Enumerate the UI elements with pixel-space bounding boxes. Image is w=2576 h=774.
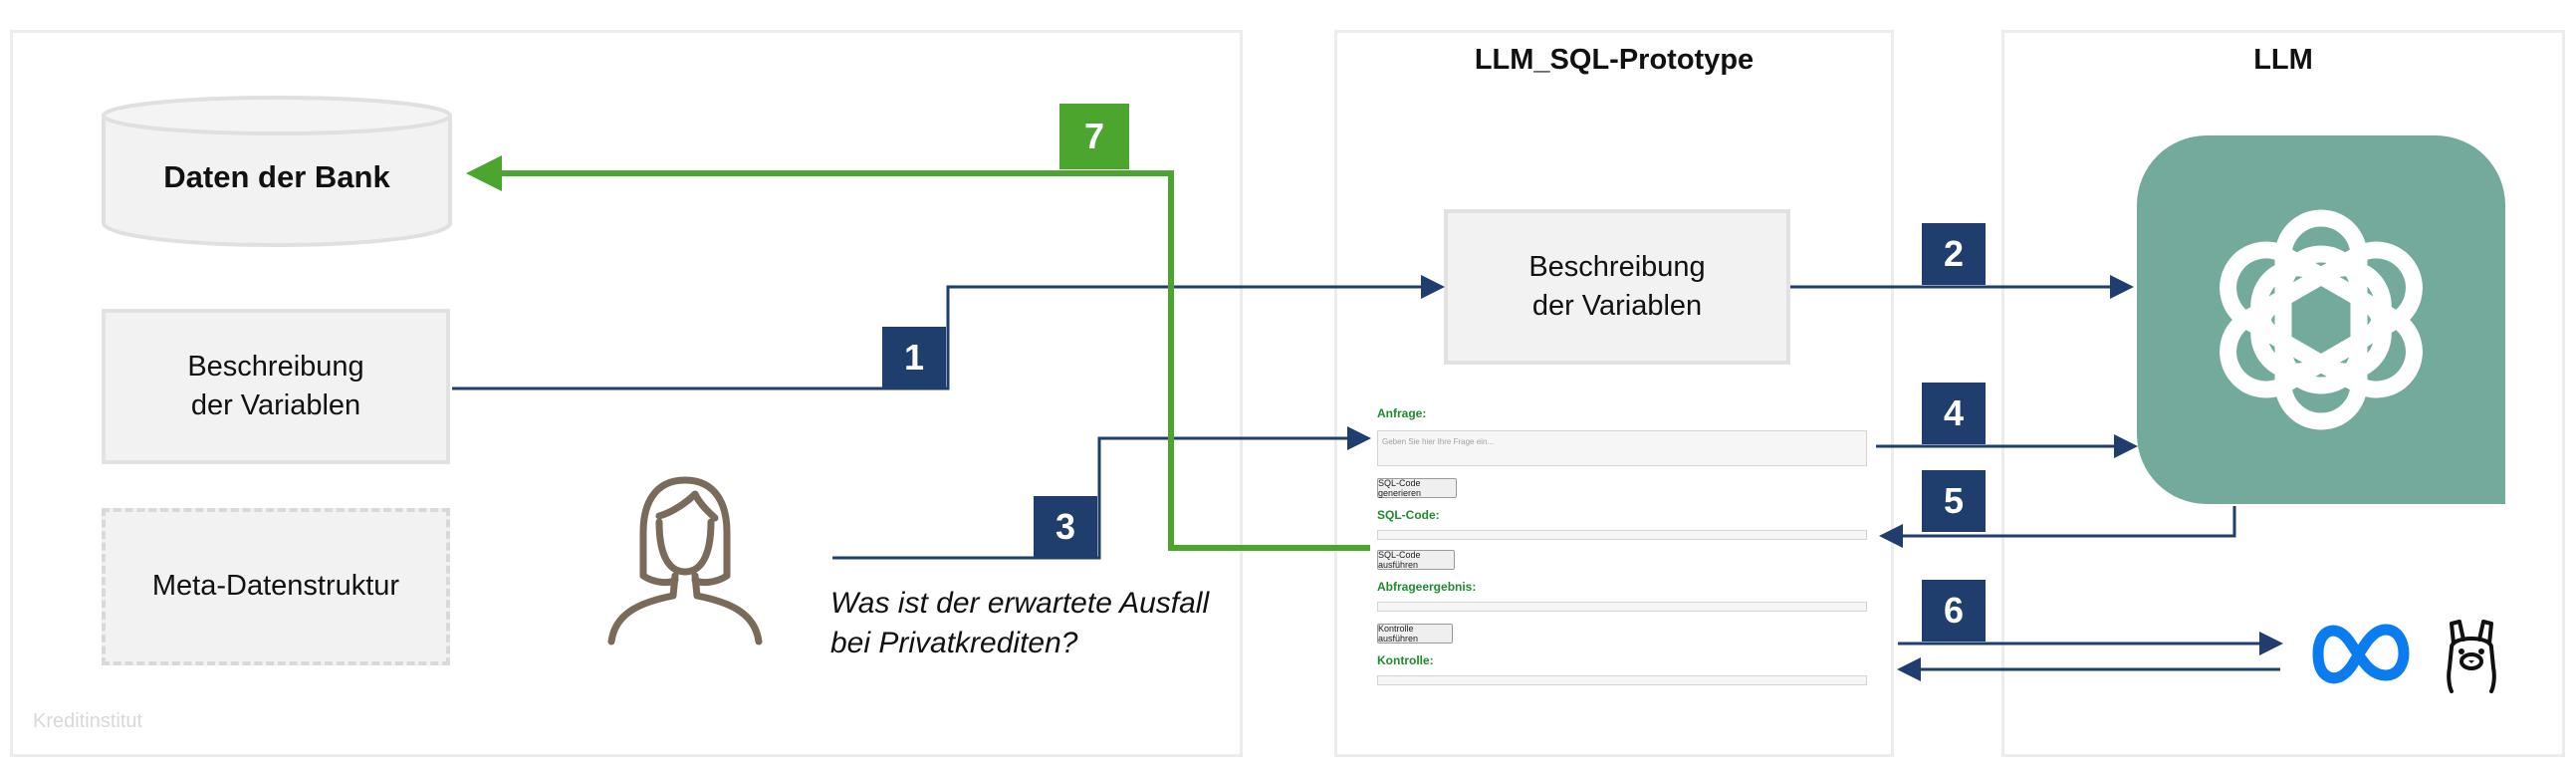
query-label: Anfrage: xyxy=(1377,406,1427,420)
meta-logo-icon xyxy=(2312,624,2410,684)
query-placeholder: Geben Sie hier Ihre Frage ein... xyxy=(1382,437,1495,446)
sql-code-label: SQL-Code: xyxy=(1377,508,1440,522)
database-icon xyxy=(102,96,452,247)
meta-datastructure-label: Meta-Datenstruktur xyxy=(151,570,400,603)
description-proto-line1: Beschreibung xyxy=(1528,250,1706,283)
result-label: Abfrageergebnis: xyxy=(1377,580,1477,594)
description-left-line1: Beschreibung xyxy=(187,350,364,383)
execute-sql-button[interactable]: SQL-Code ausführen xyxy=(1377,550,1455,570)
query-textarea[interactable]: Geben Sie hier Ihre Frage ein... xyxy=(1377,430,1867,466)
result-field xyxy=(1377,602,1867,612)
openai-logo-icon xyxy=(2137,135,2505,504)
sql-code-field[interactable] xyxy=(1377,530,1867,540)
prototype-title: LLM_SQL-Prototype xyxy=(1474,44,1755,76)
bank-data-label: Daten der Bank xyxy=(163,159,390,194)
step-badge-4: 4 xyxy=(1922,383,1986,444)
generate-sql-button[interactable]: SQL-Code generieren xyxy=(1377,478,1457,498)
description-box-prototype: Beschreibung der Variablen xyxy=(1444,209,1790,365)
question-line1: Was ist der erwartete Ausfall xyxy=(830,587,1210,620)
step-badge-7: 7 xyxy=(1059,104,1129,169)
arrow-step-3 xyxy=(832,426,1371,560)
kreditinstitut-watermark: Kreditinstitut xyxy=(33,710,143,732)
step-badge-5: 5 xyxy=(1922,470,1986,532)
example-question: Was ist der erwartete Ausfall bei Privat… xyxy=(830,584,1209,663)
check-field xyxy=(1377,675,1867,685)
person-icon xyxy=(607,476,763,645)
check-label: Kontrolle: xyxy=(1377,653,1434,667)
step-badge-2: 2 xyxy=(1922,223,1986,285)
description-box-left: Beschreibung der Variablen xyxy=(102,309,450,464)
ollama-llama-icon xyxy=(2447,620,2496,693)
step-badge-3: 3 xyxy=(1034,496,1097,558)
arrow-step-5 xyxy=(1879,506,2236,548)
description-left-line2: der Variablen xyxy=(190,389,361,421)
run-check-button[interactable]: Kontrolle ausführen xyxy=(1377,624,1453,644)
description-proto-line2: der Variablen xyxy=(1531,290,1703,322)
question-line2: bei Privatkrediten? xyxy=(830,626,1078,659)
step-badge-1: 1 xyxy=(882,327,946,388)
step-badge-6: 6 xyxy=(1922,580,1986,642)
llm-title: LLM xyxy=(2253,44,2313,76)
arrow-step-1 xyxy=(452,275,1445,390)
arrow-step-7 xyxy=(466,155,1370,551)
meta-datastructure-box: Meta-Datenstruktur xyxy=(102,508,450,665)
